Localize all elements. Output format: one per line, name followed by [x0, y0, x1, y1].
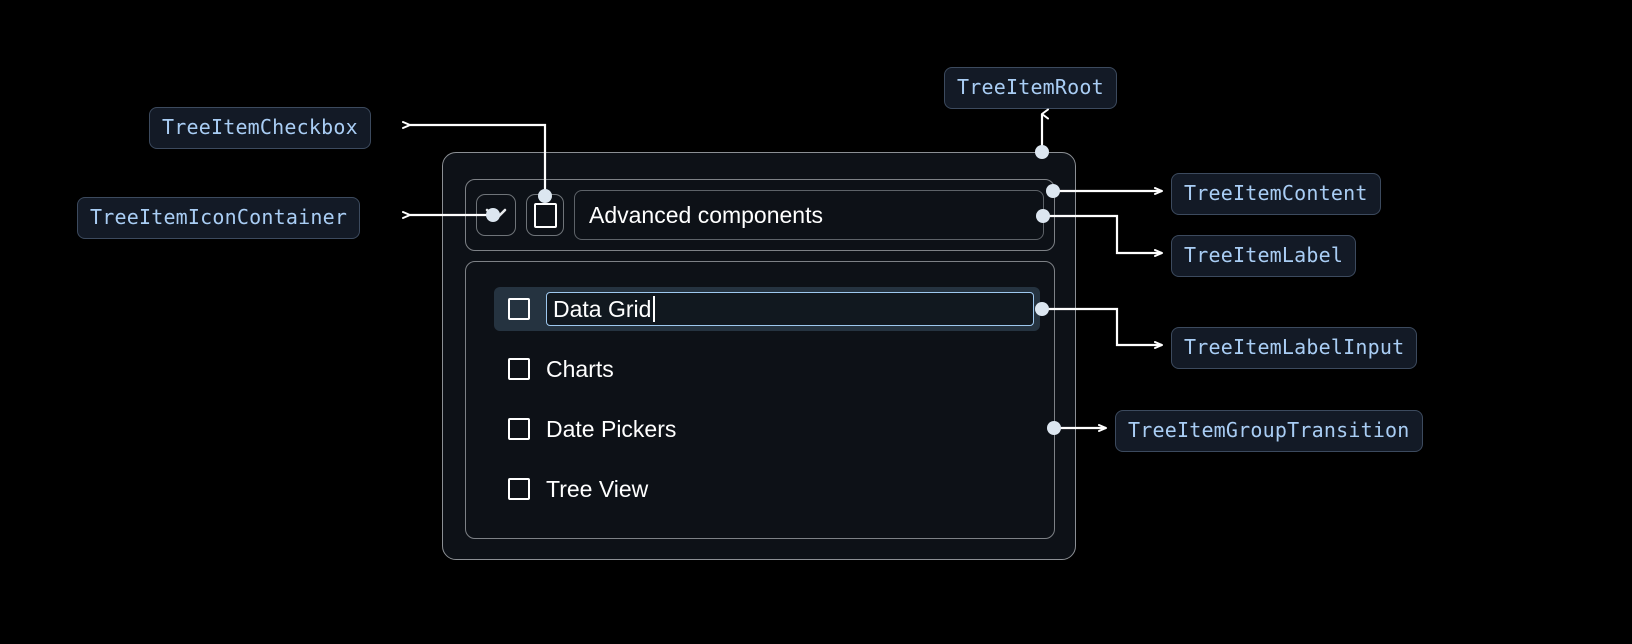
list-item-label: Tree View: [546, 475, 649, 502]
annotation-tree-item-root: TreeItemRoot: [944, 67, 1117, 109]
list-item[interactable]: Data Grid: [494, 287, 1040, 331]
checkbox-box-icon[interactable]: [508, 298, 530, 320]
tree-item-root[interactable]: Advanced components Data Grid Charts Dat…: [442, 152, 1076, 560]
tree-item-checkbox[interactable]: [526, 194, 564, 236]
checkbox-box-icon[interactable]: [508, 478, 530, 500]
checkbox-box-icon[interactable]: [508, 358, 530, 380]
list-item[interactable]: Date Pickers: [494, 407, 1042, 451]
list-item-label: Charts: [546, 355, 614, 382]
checkbox-box-icon: [533, 202, 557, 228]
annotation-tree-item-checkbox: TreeItemCheckbox: [149, 107, 371, 149]
chevron-down-icon: [485, 208, 507, 221]
tree-item-label: Advanced components: [574, 190, 1044, 240]
list-item[interactable]: Charts: [494, 347, 1042, 391]
annotation-tree-item-label-input: TreeItemLabelInput: [1171, 327, 1418, 369]
tree-item-label-input-value: Data Grid: [553, 295, 652, 322]
checkbox-box-icon[interactable]: [508, 418, 530, 440]
tree-item-content[interactable]: Advanced components: [465, 179, 1055, 251]
annotation-tree-item-icon-container: TreeItemIconContainer: [77, 197, 361, 239]
list-item-label: Date Pickers: [546, 415, 677, 442]
annotation-tree-item-content: TreeItemContent: [1171, 173, 1381, 215]
tree-item-group-transition: Data Grid Charts Date Pickers Tree View: [465, 261, 1055, 539]
text-caret: [653, 296, 655, 322]
tree-item-label-input[interactable]: Data Grid: [546, 292, 1034, 326]
list-item[interactable]: Tree View: [494, 467, 1042, 511]
annotation-tree-item-label: TreeItemLabel: [1171, 235, 1357, 277]
annotation-tree-item-group-transition: TreeItemGroupTransition: [1115, 410, 1423, 452]
tree-item-icon-container[interactable]: [476, 194, 516, 236]
